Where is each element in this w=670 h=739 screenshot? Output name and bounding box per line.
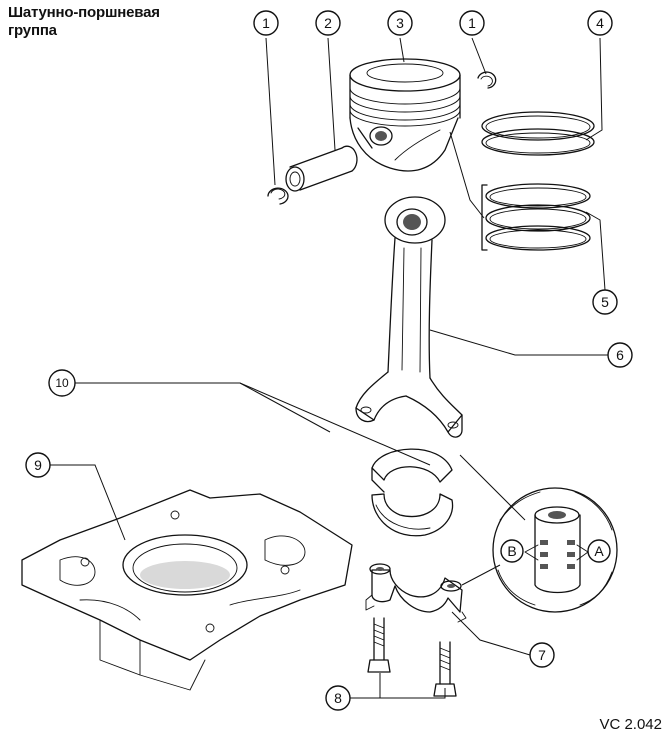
callout-label: 1 <box>262 15 270 31</box>
callout-label: 8 <box>334 690 342 706</box>
cap-bolts <box>367 617 457 697</box>
detail-inset <box>492 487 618 613</box>
callout-8: 8 <box>325 685 351 711</box>
callout-1-right: 1 <box>459 10 485 36</box>
cylinder-block <box>21 489 353 691</box>
callout-label: 6 <box>616 347 624 363</box>
circlip-right <box>477 71 497 89</box>
title-line-2: группа <box>8 22 57 39</box>
connecting-rod <box>355 196 463 438</box>
leader-lines <box>50 37 608 699</box>
callout-label: 9 <box>34 457 42 473</box>
compression-rings <box>481 111 595 156</box>
callout-4: 4 <box>587 10 613 36</box>
callout-1-left: 1 <box>253 10 279 36</box>
callout-label: 3 <box>396 15 404 31</box>
piston <box>349 58 461 172</box>
callout-10: 10 <box>48 369 76 397</box>
callout-a: A <box>587 539 611 563</box>
oil-ring-set <box>481 183 591 251</box>
callout-2: 2 <box>315 10 341 36</box>
callout-label: 7 <box>538 647 546 663</box>
bearing-shells <box>371 448 454 537</box>
callout-label: 10 <box>55 376 69 390</box>
callout-9: 9 <box>25 452 51 478</box>
callout-3: 3 <box>387 10 413 36</box>
callout-5: 5 <box>592 289 618 315</box>
callout-b: B <box>500 539 524 563</box>
callout-label: A <box>594 543 604 559</box>
callout-label: 1 <box>468 15 476 31</box>
diagram-title: Шатунно-поршневая группа <box>8 4 160 40</box>
callout-7: 7 <box>529 642 555 668</box>
circlip-left <box>267 187 289 205</box>
title-line-1: Шатунно-поршневая <box>8 4 160 21</box>
callout-label: 2 <box>324 15 332 31</box>
callout-label: B <box>507 543 516 559</box>
callout-label: 4 <box>596 15 604 31</box>
figure-code: VC 2.042 <box>599 716 662 733</box>
callout-label: 5 <box>601 294 609 310</box>
rod-cap <box>365 563 467 623</box>
piston-pin <box>285 145 358 192</box>
callout-6: 6 <box>607 342 633 368</box>
